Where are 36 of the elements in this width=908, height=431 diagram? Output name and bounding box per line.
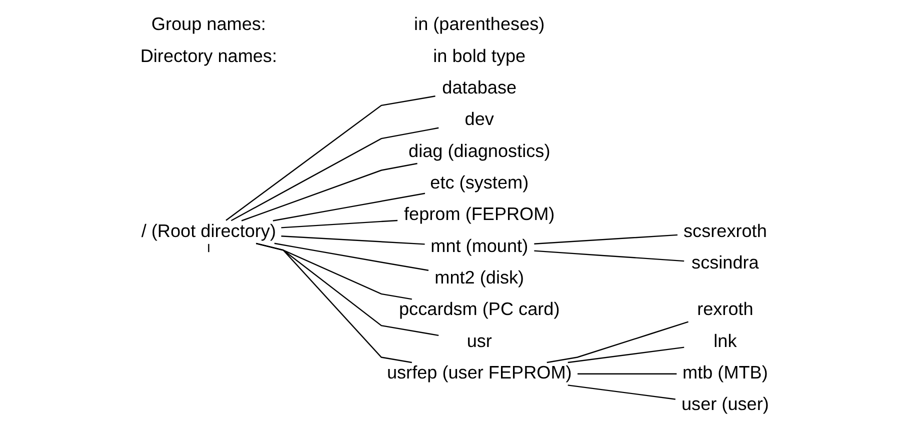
connector <box>255 242 412 364</box>
connector <box>567 346 684 364</box>
node-text: mtb (MTB) <box>682 362 768 383</box>
connector <box>534 250 684 262</box>
node-text: scsrexroth <box>683 220 766 241</box>
connector <box>546 321 688 364</box>
connector <box>280 220 398 228</box>
connector <box>272 192 425 222</box>
node-text: diag (diagnostics) <box>408 140 550 161</box>
node-text: usrfep (user FEPROM) <box>386 362 572 383</box>
connector <box>534 234 678 244</box>
connector <box>208 244 209 252</box>
connector <box>567 384 675 400</box>
label: Directory names: <box>140 46 277 66</box>
node-text: dev <box>464 109 494 130</box>
connector <box>274 242 428 271</box>
node-text: scsindra <box>691 252 758 272</box>
node-text: lnk <box>713 330 736 351</box>
node-text: mnt (mount) <box>430 236 528 256</box>
connector <box>280 235 424 245</box>
connector <box>225 96 435 221</box>
connector <box>230 127 438 222</box>
node-text: feprom (FEPROM) <box>404 204 554 224</box>
connector <box>577 373 676 374</box>
label: in (parentheses) <box>414 14 544 34</box>
node-text: mnt2 (disk) <box>434 268 524 288</box>
connector <box>240 162 417 222</box>
label: Group names: <box>150 14 266 34</box>
node-text: etc (system) <box>430 172 528 193</box>
node-text: database <box>442 77 516 98</box>
node-text: user (user) <box>681 394 768 414</box>
node-text: / (Root directory) <box>140 220 276 241</box>
node-text: rexroth <box>696 299 753 320</box>
node-text: usr <box>466 330 492 351</box>
node-text: pccardsm (PC card) <box>398 299 560 320</box>
label: in bold type <box>432 46 526 66</box>
